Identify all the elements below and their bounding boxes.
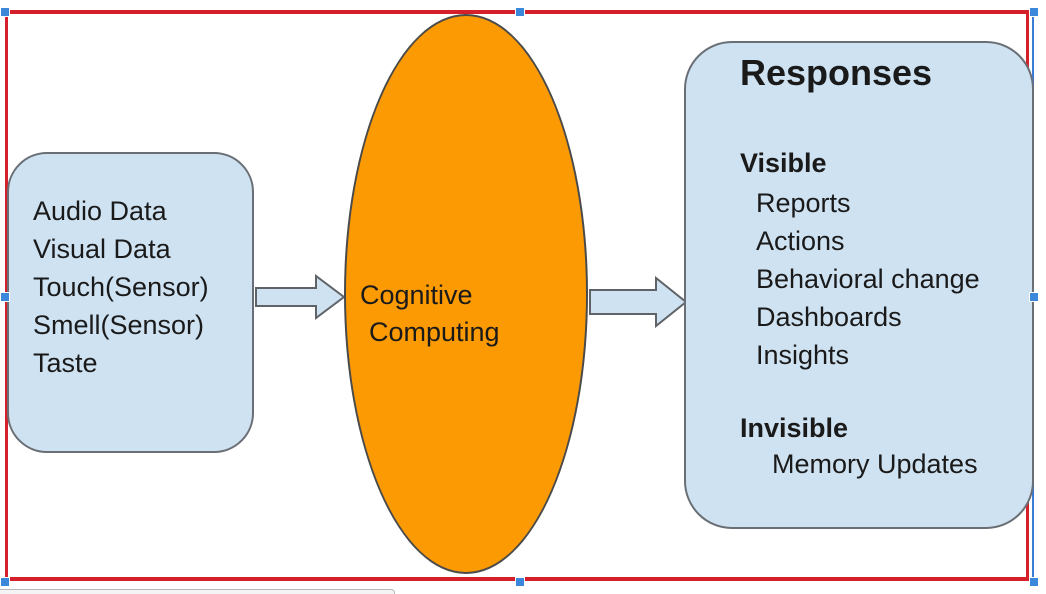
input-item-visual: Visual Data: [33, 234, 171, 264]
visible-heading: Visible: [740, 148, 827, 178]
invisible-item-memory-updates: Memory Updates: [772, 449, 978, 479]
resize-handle-top-center[interactable]: [515, 7, 525, 17]
input-item-taste: Taste: [33, 348, 98, 378]
visible-item-reports: Reports: [756, 188, 851, 218]
resize-handle-bottom-right[interactable]: [1029, 577, 1039, 587]
responses-title: Responses: [740, 52, 933, 93]
bottom-toolbar-edge: [0, 589, 395, 594]
input-item-smell: Smell(Sensor): [33, 310, 205, 340]
visible-item-behavioral-change: Behavioral change: [756, 264, 980, 294]
invisible-heading: Invisible: [740, 413, 849, 443]
visible-item-dashboards: Dashboards: [756, 302, 902, 332]
visible-item-insights: Insights: [756, 340, 850, 370]
output-arrow: [589, 276, 688, 328]
cognitive-computing-ellipse: [344, 14, 588, 574]
computing-label: Computing: [369, 317, 500, 347]
resize-handle-middle-left[interactable]: [0, 292, 10, 302]
input-data-list: Audio Data Visual Data Touch(Sensor) Sme…: [33, 192, 209, 382]
responses-box: [684, 41, 1034, 529]
input-arrow: [255, 274, 346, 320]
cognitive-label: Cognitive: [360, 280, 473, 310]
resize-handle-middle-right[interactable]: [1029, 292, 1039, 302]
resize-handle-top-right[interactable]: [1029, 7, 1039, 17]
resize-handle-bottom-left[interactable]: [0, 577, 10, 587]
resize-handle-bottom-center[interactable]: [515, 577, 525, 587]
input-item-touch: Touch(Sensor): [33, 272, 209, 302]
visible-list: Reports Actions Behavioral change Dashbo…: [756, 184, 980, 374]
resize-handle-top-left[interactable]: [0, 7, 10, 17]
visible-item-actions: Actions: [756, 226, 845, 256]
input-item-audio: Audio Data: [33, 196, 167, 226]
input-data-box: [7, 152, 254, 453]
